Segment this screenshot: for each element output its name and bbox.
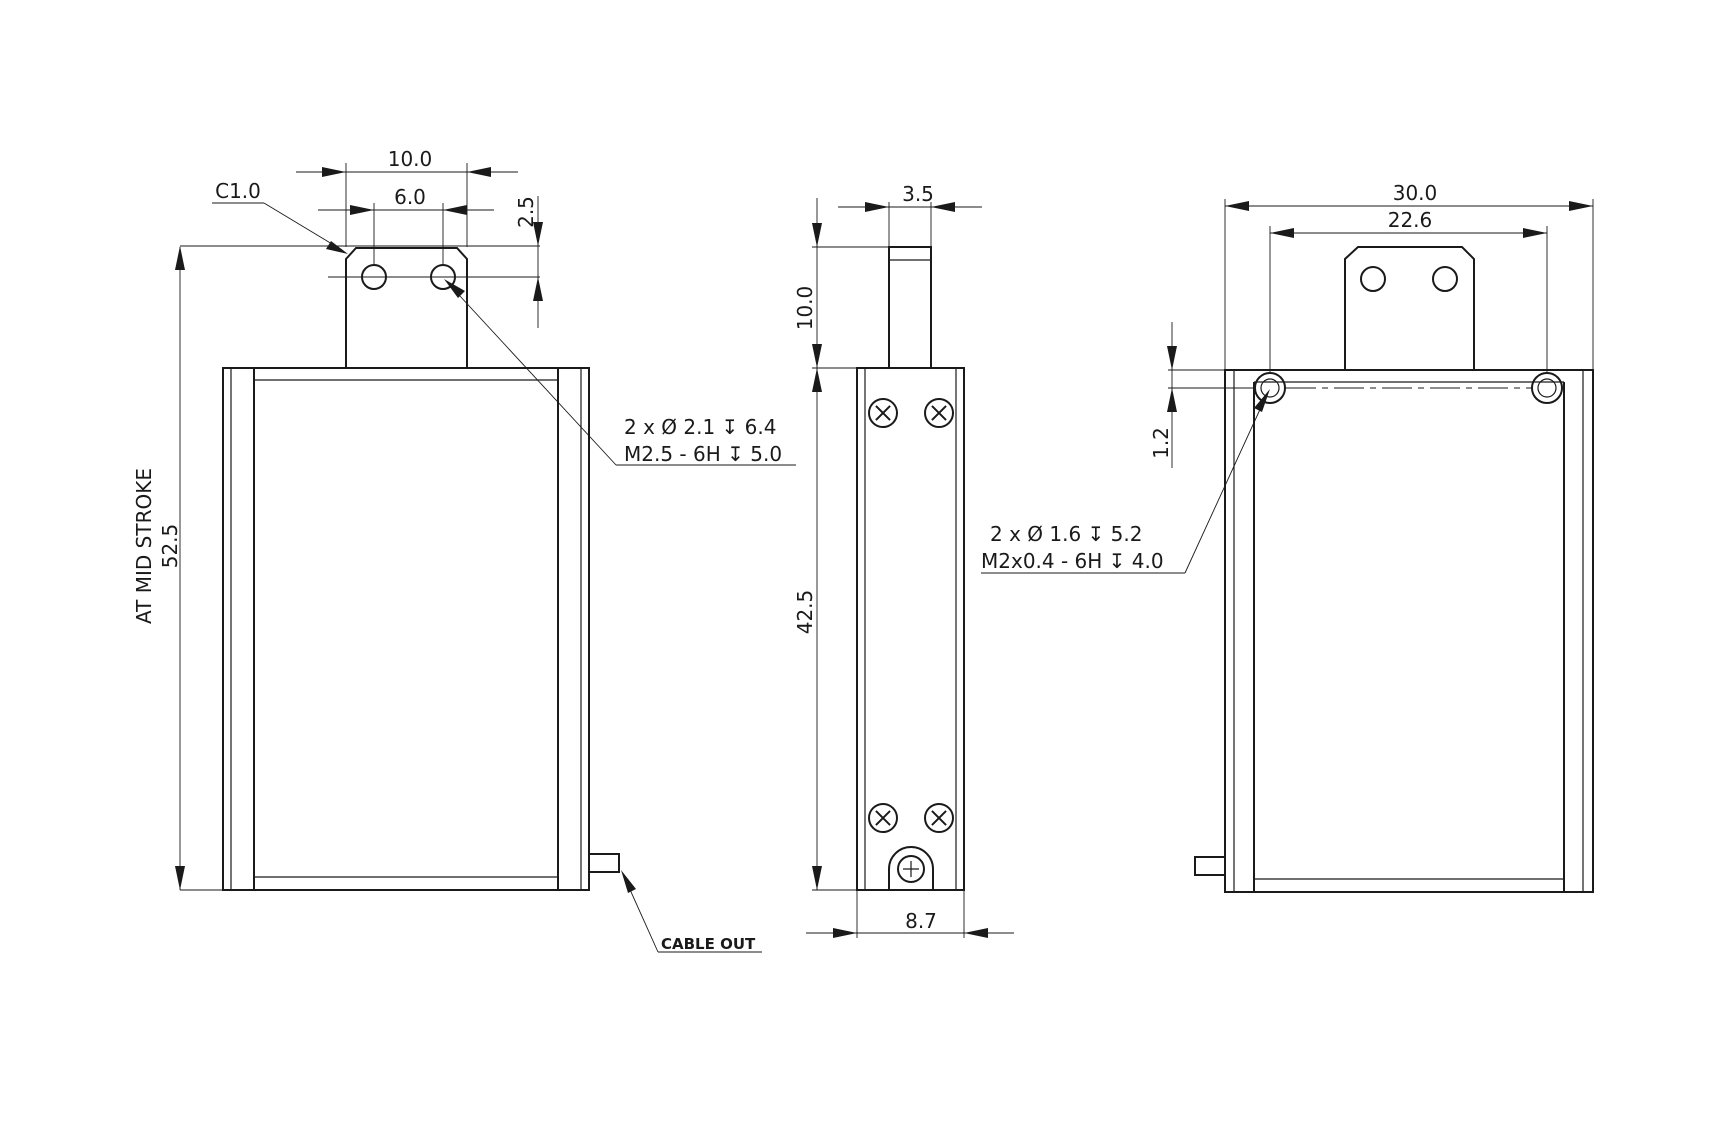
back-view: 30.0 22.6 1.2 2 x Ø 1.6 ↧ 5.2 M2x0.4 - 6…	[981, 181, 1594, 893]
side-cable-gland	[888, 846, 934, 890]
side-body-outline	[856, 367, 965, 891]
front-chamfer-label: C1.0	[215, 179, 261, 203]
dim-side-body-width: 8.7	[905, 909, 937, 933]
cable-stub	[588, 853, 620, 873]
back-tab-hole-left	[1360, 266, 1386, 292]
front-hole-note-line1: 2 x Ø 2.1 ↧ 6.4	[624, 415, 776, 439]
cable-out-label: CABLE OUT	[661, 935, 756, 953]
dim-front-overall-height: 52.5	[158, 524, 182, 569]
dim-back-hole-spacing: 22.6	[1388, 208, 1433, 232]
back-hole-note-line1: 2 x Ø 1.6 ↧ 5.2	[990, 522, 1142, 546]
back-hole-note-line2: M2x0.4 - 6H ↧ 4.0	[981, 549, 1164, 573]
front-height-note: AT MID STROKE	[132, 468, 156, 624]
side-screw-bottom-right	[924, 803, 954, 833]
back-body-outline	[1224, 369, 1594, 893]
dim-side-tab-thickness: 3.5	[902, 182, 934, 206]
back-cable-stub	[1194, 856, 1226, 876]
dim-side-body-height: 42.5	[793, 590, 817, 635]
front-view: 10.0 6.0 2.5 C1.0 52.5 AT MID STROKE 2 x…	[132, 147, 796, 953]
dim-front-hole-offset: 2.5	[514, 196, 538, 228]
dim-front-hole-spacing: 6.0	[394, 185, 426, 209]
dim-back-overall-width: 30.0	[1393, 181, 1438, 205]
side-screw-top-left	[868, 398, 898, 428]
side-screw-bottom-left	[868, 803, 898, 833]
back-mount-hole-right	[1531, 372, 1563, 404]
front-hole-note-line2: M2.5 - 6H ↧ 5.0	[624, 442, 782, 466]
dim-front-tab-width: 10.0	[388, 147, 433, 171]
back-tab-hole-right	[1432, 266, 1458, 292]
dim-back-hole-offset: 1.2	[1149, 427, 1173, 459]
back-mount-hole-left	[1254, 372, 1286, 404]
side-screw-top-right	[924, 398, 954, 428]
side-tab	[888, 246, 932, 369]
side-view: 3.5 10.0 42.5 8.7	[793, 182, 1014, 938]
front-body-outline	[222, 367, 590, 891]
dim-side-tab-height: 10.0	[793, 286, 817, 331]
